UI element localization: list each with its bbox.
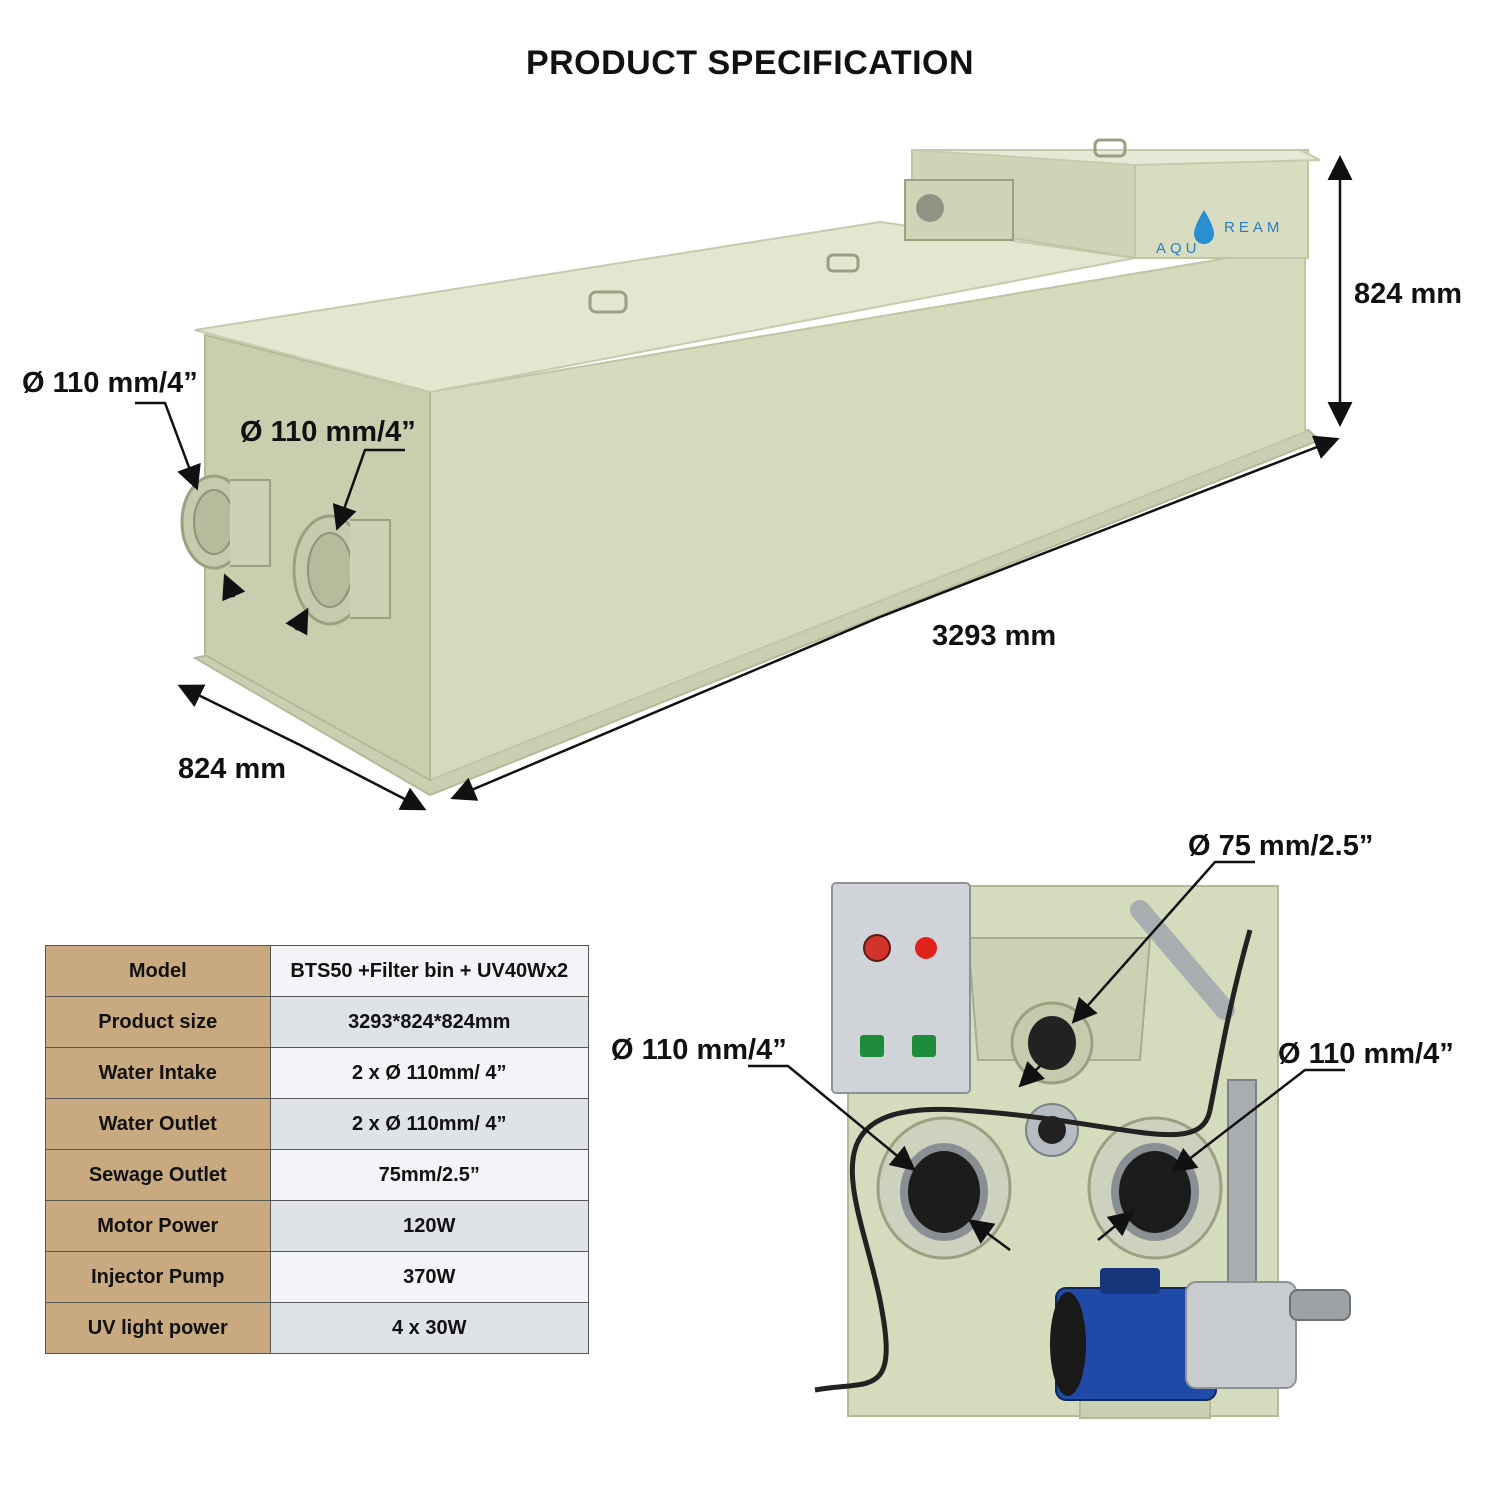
spec-key: Model <box>45 945 271 997</box>
outlet-port-right <box>1087 1116 1223 1260</box>
port-left-label: Ø 110 mm/4” <box>22 367 198 399</box>
spec-key: Motor Power <box>45 1200 271 1252</box>
height-dimension-label: 824 mm <box>1354 278 1463 310</box>
inlet-port-left <box>180 474 271 570</box>
aquadream-logo: AQU REAM <box>1156 210 1283 257</box>
table-row: Model BTS50 +Filter bin + UV40Wx2 <box>45 945 589 997</box>
sewage-outlet-label: Ø 75 mm/2.5” <box>1188 830 1374 862</box>
outlet-left-label: Ø 110 mm/4” <box>611 1034 787 1066</box>
spec-value: 370W <box>269 1251 589 1303</box>
width-dimension-label: 824 mm <box>178 753 287 785</box>
spec-key: Product size <box>45 996 271 1048</box>
spec-table: Model BTS50 +Filter bin + UV40Wx2 Produc… <box>45 945 589 1354</box>
spec-key: Water Outlet <box>45 1098 271 1150</box>
spec-value: BTS50 +Filter bin + UV40Wx2 <box>269 945 589 997</box>
spec-value: 3293*824*824mm <box>269 996 589 1048</box>
outlet-right-label: Ø 110 mm/4” <box>1278 1038 1454 1070</box>
table-row: UV light power 4 x 30W <box>45 1302 589 1354</box>
table-row: Water Intake 2 x Ø 110mm/ 4” <box>45 1047 589 1099</box>
drum-filter-front-image <box>814 882 1351 1419</box>
length-dimension-label: 3293 mm <box>932 620 1057 652</box>
spec-value: 4 x 30W <box>269 1302 589 1354</box>
spec-value: 75mm/2.5” <box>269 1149 589 1201</box>
table-row: Injector Pump 370W <box>45 1251 589 1303</box>
front-leader-lines <box>748 860 1345 1252</box>
svg-text:AQU: AQU <box>1156 240 1201 257</box>
spec-key: Injector Pump <box>45 1251 271 1303</box>
spec-value: 2 x Ø 110mm/ 4” <box>269 1098 589 1150</box>
table-row: Sewage Outlet 75mm/2.5” <box>45 1149 589 1201</box>
table-row: Water Outlet 2 x Ø 110mm/ 4” <box>45 1098 589 1150</box>
port-right-label: Ø 110 mm/4” <box>240 416 416 448</box>
spec-key: Sewage Outlet <box>45 1149 271 1201</box>
injector-pump <box>1050 1268 1351 1401</box>
spec-key: UV light power <box>45 1302 271 1354</box>
spec-value: 120W <box>269 1200 589 1252</box>
table-row: Motor Power 120W <box>45 1200 589 1252</box>
spec-value: 2 x Ø 110mm/ 4” <box>269 1047 589 1099</box>
page-title: PRODUCT SPECIFICATION <box>525 44 975 82</box>
spec-key: Water Intake <box>45 1047 271 1099</box>
inlet-port-right <box>292 514 391 626</box>
table-row: Product size 3293*824*824mm <box>45 996 589 1048</box>
svg-text:REAM: REAM <box>1224 219 1283 236</box>
drum-filter-tank-image: AQU REAM <box>180 138 1322 797</box>
control-box <box>831 882 971 1094</box>
outlet-port-left <box>876 1116 1012 1260</box>
dimension-lines <box>135 155 1353 811</box>
